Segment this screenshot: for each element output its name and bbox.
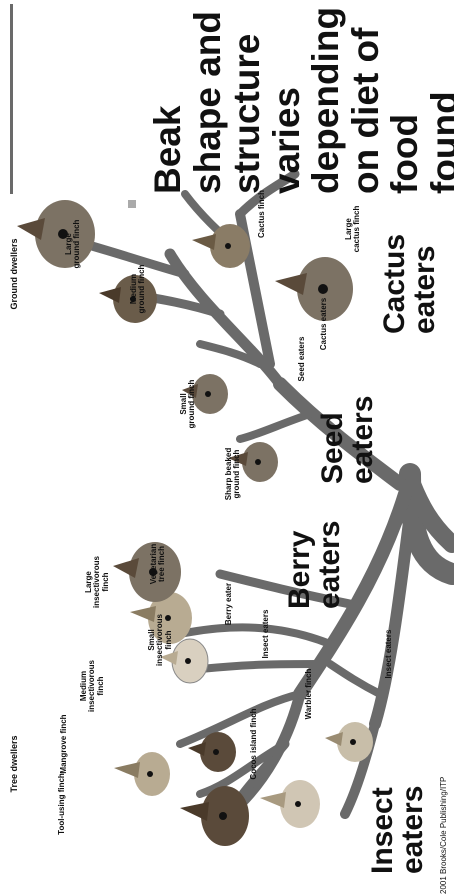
bird-large-ground — [17, 200, 95, 268]
bird-large-cactus — [275, 257, 353, 321]
overlay-berry-eaters: Berry eaters — [285, 489, 345, 609]
label-insect-eaters-2: Insect eaters — [385, 614, 393, 694]
label-sharp-beaked: Sharp beaked ground finch — [225, 424, 242, 524]
overlay-cactus-eaters: Cactus eaters — [380, 194, 440, 334]
bird-cocos — [260, 780, 320, 828]
overlay-insect-eaters: Insect eaters — [368, 754, 428, 874]
label-mangrove: Mangrove finch — [60, 689, 68, 799]
small-insect-branch — [200, 664, 320, 669]
large-insect-branch — [180, 627, 330, 644]
label-small-ground: Small ground finch — [180, 354, 197, 454]
ground-dwellers-heading: Ground dwellers — [10, 214, 19, 334]
label-cocos: Cocos island finch — [250, 689, 258, 799]
label-insect-eaters-1: Insect eaters — [262, 594, 270, 674]
overlay-seed-eaters: Seed eaters — [318, 364, 378, 484]
label-medium-insect: Medium insectivorous finch — [80, 636, 105, 736]
label-cactus-eaters: Cactus eaters — [320, 284, 328, 364]
bird-cactus — [192, 224, 250, 268]
overlay-beak-description: Beak shape and structure varies dependin… — [148, 4, 454, 194]
sharp-beaked-branch — [240, 414, 310, 439]
bird-medium-ground — [99, 275, 157, 323]
label-large-cactus: Large cactus finch — [345, 179, 362, 279]
label-berry-eater: Berry eater — [225, 564, 233, 644]
label-seed-eaters: Seed eaters — [298, 319, 306, 399]
tree-dwellers-heading: Tree dwellers — [10, 704, 19, 824]
label-large-ground: Large ground finch — [65, 194, 82, 294]
label-large-insect: Large insectivorous finch — [85, 532, 110, 632]
bird-mangrove — [114, 752, 170, 796]
label-medium-ground: Medium ground finch — [130, 239, 147, 339]
label-warbler: Warbler finch — [305, 644, 313, 744]
label-vegetarian: Vegetarian tree finch — [150, 514, 167, 614]
credit-line: 2001 Brooks/Cole Publishing/ITP — [440, 694, 448, 894]
bird-warbler — [325, 722, 373, 762]
bird-tool-using — [180, 786, 249, 846]
warbler-twig — [330, 664, 380, 694]
